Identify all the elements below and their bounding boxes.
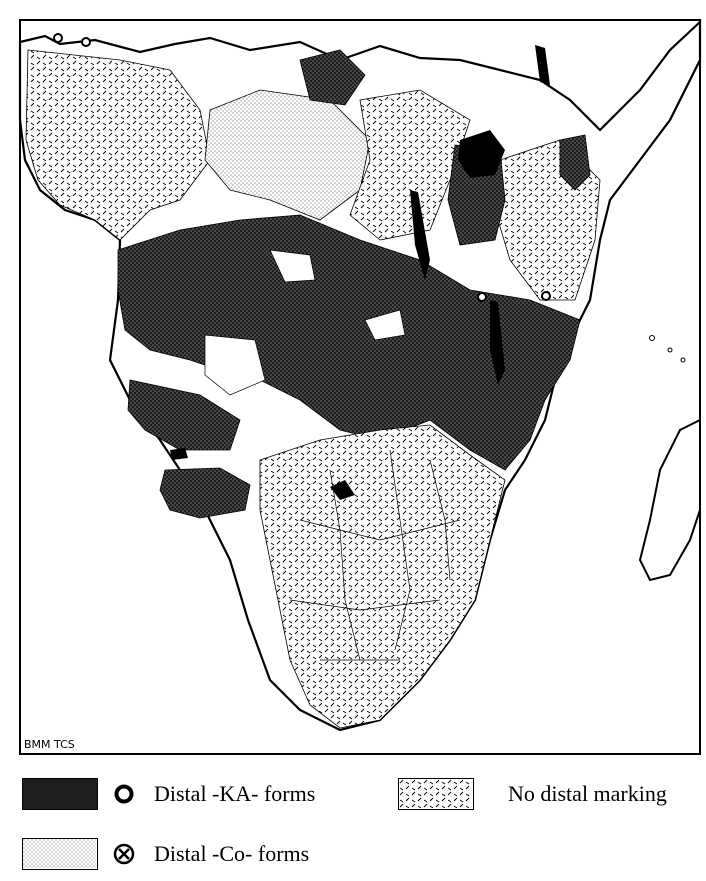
lake-victoria <box>458 130 505 178</box>
legend-item-ka: Distal -KA- forms <box>22 778 315 810</box>
swatch-none <box>398 778 474 810</box>
lake-tanganyika <box>410 190 430 280</box>
swatch-ka <box>22 778 98 810</box>
islet <box>667 347 673 353</box>
madagascar <box>638 418 701 582</box>
legend-item-co: Distal -Co- forms <box>22 838 309 870</box>
region-ka-forms-central <box>117 214 581 471</box>
lake-small-south <box>330 480 355 500</box>
region-unmarked-central-2 <box>269 249 316 283</box>
region-ka-forms-southwest <box>127 379 241 451</box>
open-circle-icon <box>110 780 138 808</box>
region-unmarked-central-3 <box>364 309 406 341</box>
internal-borders-south <box>289 449 461 661</box>
legend-label-none: No distal marking <box>508 781 667 806</box>
swatch-co <box>22 838 98 870</box>
ka-marker <box>541 291 551 301</box>
map-credit: BMM TCS <box>24 738 75 751</box>
legend-label-co: Distal -Co- forms <box>154 841 310 866</box>
islet <box>680 357 686 363</box>
region-no-distal-north <box>349 89 471 241</box>
africa-map <box>18 19 702 755</box>
region-unmarked-central <box>204 334 266 396</box>
islet <box>649 335 655 341</box>
ka-marker <box>81 37 91 47</box>
legend-item-none: No distal marking <box>398 778 667 810</box>
region-ka-forms-namibia <box>159 467 251 519</box>
region-no-distal-west <box>25 49 211 241</box>
region-co-forms <box>204 89 371 221</box>
crossed-circle-icon <box>110 840 138 868</box>
region-ka-forms-north <box>299 49 366 106</box>
region-no-distal-south <box>259 424 506 729</box>
lake-malawi <box>490 300 505 385</box>
map-frame <box>18 19 702 755</box>
lake-turkana <box>535 45 550 85</box>
lake-small-west <box>170 448 188 460</box>
ka-marker <box>477 292 487 302</box>
region-ka-forms-coast <box>559 134 591 191</box>
ka-marker <box>53 33 63 43</box>
legend-label-ka: Distal -KA- forms <box>154 781 316 806</box>
